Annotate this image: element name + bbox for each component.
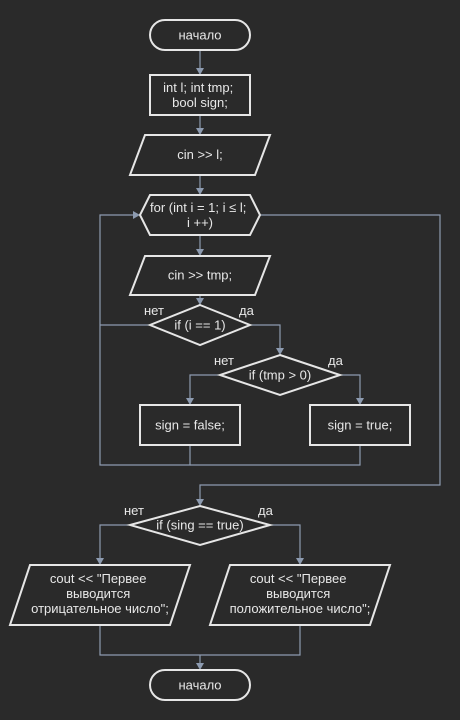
node-sign-true-label: sign = true; <box>328 418 393 433</box>
node-end: начало <box>149 669 251 701</box>
node-if-i: if (i == 1) <box>147 303 253 347</box>
node-input-l-label: cin >> l; <box>177 147 223 162</box>
connectors <box>96 50 441 670</box>
node-input-l: cin >> l; <box>128 134 272 176</box>
node-input-tmp: cin >> tmp; <box>128 255 272 296</box>
node-sign-false-label: sign = false; <box>155 418 225 433</box>
node-end-label: начало <box>178 678 221 693</box>
node-input-tmp-label: cin >> tmp; <box>168 268 232 283</box>
node-out-negative: cout << "Первее выводится отрицательное … <box>8 564 192 626</box>
edge-ifsign-yes <box>270 524 301 558</box>
node-declare: int l; int tmp; bool sign; <box>149 74 251 116</box>
branch-if-sign-no: нет <box>124 503 144 518</box>
branch-if-tmp-no: нет <box>214 353 234 368</box>
node-for-loop-label: for (int i = 1; i ≤ l; i ++) <box>150 200 250 230</box>
node-if-tmp: if (tmp > 0) <box>216 353 344 397</box>
edge-ifsign-no <box>99 524 130 558</box>
branch-if-tmp-yes: да <box>328 353 344 368</box>
node-out-positive: cout << "Первее выводится положительное … <box>208 564 392 626</box>
branch-if-i-no: нет <box>144 303 164 318</box>
node-declare-label: int l; int tmp; bool sign; <box>163 80 237 110</box>
branch-if-i-yes: да <box>239 303 255 318</box>
node-start-label: начало <box>178 28 221 43</box>
node-sign-true: sign = true; <box>309 404 411 446</box>
node-sign-false: sign = false; <box>139 404 241 446</box>
edge-for-exit <box>199 214 441 499</box>
node-if-tmp-label: if (tmp > 0) <box>249 368 312 383</box>
edge-outputs-end <box>99 625 301 656</box>
branch-if-sign-yes: да <box>258 503 274 518</box>
node-if-sign: if (sing == true) <box>126 504 274 547</box>
node-start: начало <box>149 19 251 51</box>
node-if-i-label: if (i == 1) <box>174 318 225 333</box>
node-out-negative-label: cout << "Первее выводится отрицательное … <box>31 571 169 616</box>
edge-iftmp-no <box>189 374 220 398</box>
edge-signtrue-back <box>190 445 361 466</box>
node-if-sign-label: if (sing == true) <box>156 518 243 533</box>
node-for-loop: for (int i = 1; i ≤ l; i ++) <box>138 194 262 236</box>
edge-ifi-yes <box>250 324 281 348</box>
node-out-positive-label: cout << "Первее выводится положительное … <box>230 571 371 616</box>
edge-iftmp-yes <box>340 374 361 398</box>
branch-labels: нет да нет да нет да <box>124 303 344 518</box>
edge-loop-back <box>99 214 191 466</box>
